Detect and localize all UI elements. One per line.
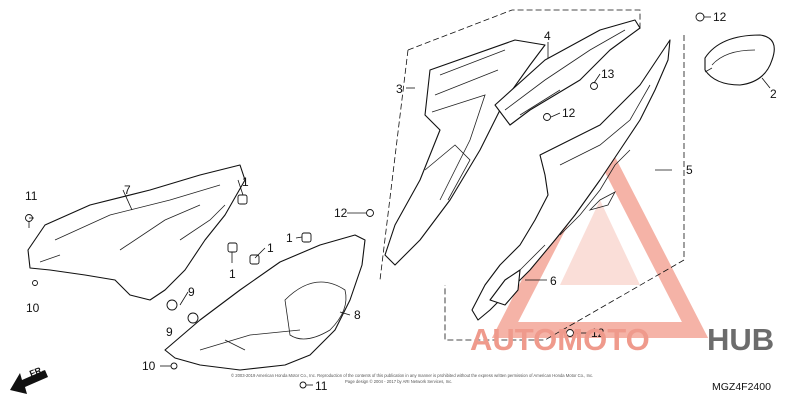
callout-12-top: 12 — [713, 10, 727, 24]
watermark-text-hub: HUB — [707, 322, 774, 357]
callout-10-bottom: 10 — [142, 359, 156, 373]
callout-1-d: 1 — [286, 231, 293, 245]
callout-11-bottom: 11 — [315, 379, 328, 393]
callout-9-bottom: 9 — [166, 325, 173, 339]
callout-2: 2 — [770, 87, 777, 101]
part-4-inner-bracket — [494, 19, 641, 126]
callout-9-top: 9 — [188, 285, 195, 299]
callout-7: 7 — [124, 183, 131, 197]
part-6-inner-panel — [489, 269, 521, 306]
callout-5: 5 — [686, 163, 693, 177]
fastener-collars-9 — [166, 299, 199, 324]
part-7-left-side-cover — [27, 164, 246, 301]
callout-12-middle: 12 — [562, 106, 576, 120]
callout-10-left: 10 — [26, 301, 40, 315]
callout-8: 8 — [354, 308, 361, 322]
diagram-code: MGZ4F2400 — [712, 381, 771, 393]
callout-4: 4 — [544, 29, 551, 43]
assembly-box-right — [444, 35, 685, 341]
callout-3: 3 — [396, 82, 403, 96]
watermark-text-automoto: AUTOMOTO — [470, 322, 650, 357]
callout-6: 6 — [550, 274, 557, 288]
fastener-grommets — [227, 194, 312, 265]
part-5-rear-side-cover — [471, 39, 671, 321]
front-direction-arrow-icon — [10, 370, 48, 394]
callout-12-left: 12 — [334, 206, 348, 220]
part-2-grab-cover — [704, 34, 775, 86]
copyright-line-2: Page design © 2004 - 2017 by ARI Network… — [345, 379, 452, 384]
copyright-line-1: © 2003-2019 American Honda Motor Co., In… — [231, 373, 593, 378]
leader-lines — [29, 16, 771, 386]
part-8-lower-side-cover — [164, 234, 366, 371]
callout-12-bottom: 12 — [591, 326, 605, 340]
callout-1-b: 1 — [229, 267, 236, 281]
assembly-box-left — [407, 9, 641, 51]
assembly-box-left-lower — [379, 49, 409, 281]
callout-11-top: 11 — [25, 189, 38, 203]
callout-1-a: 1 — [242, 175, 249, 189]
callout-13: 13 — [601, 67, 615, 81]
callout-1-c: 1 — [267, 241, 274, 255]
part-3-upper-side-cover — [384, 39, 546, 266]
